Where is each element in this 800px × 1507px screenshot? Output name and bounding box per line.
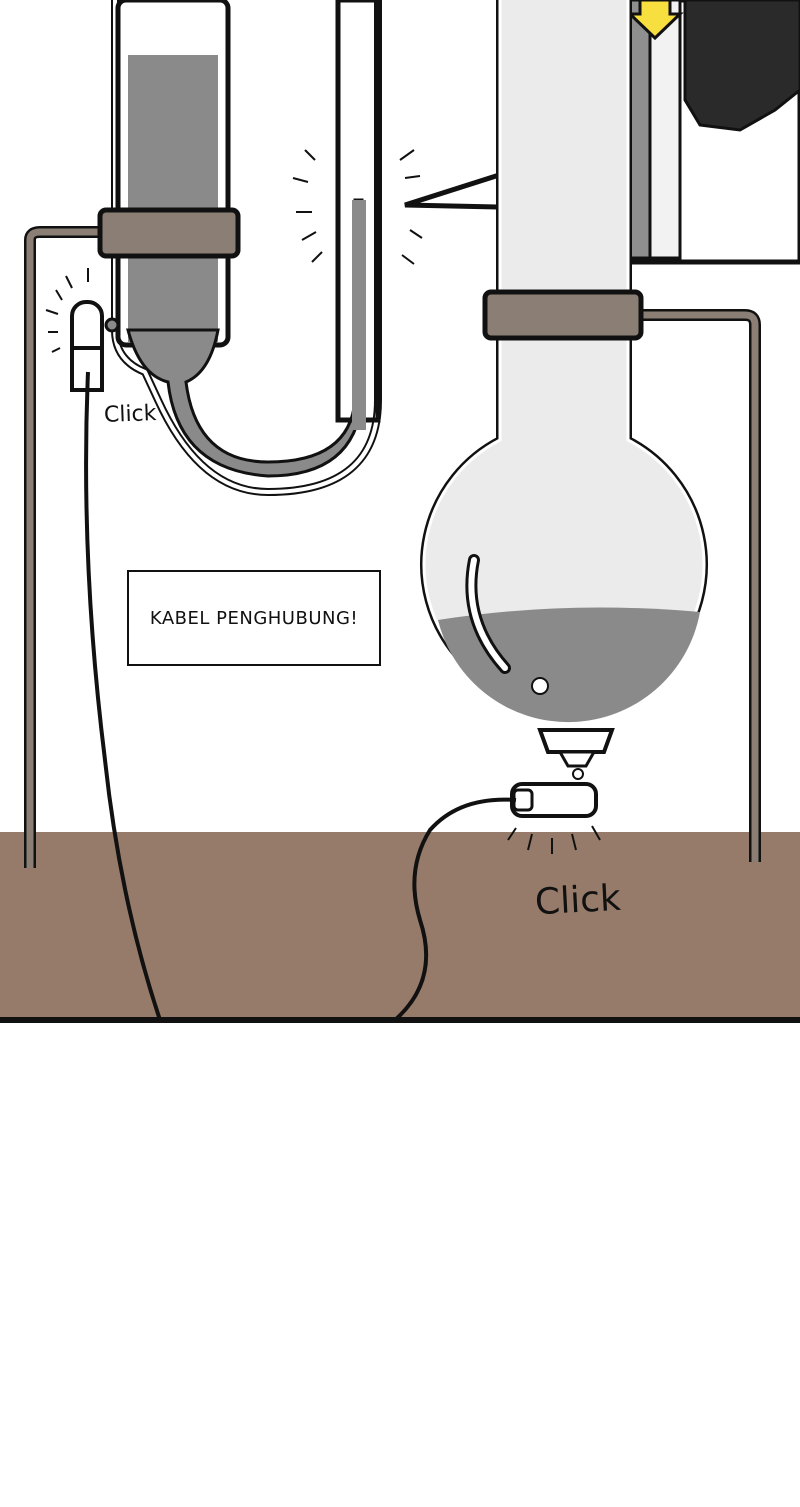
sfx-click-large: Click	[533, 877, 622, 924]
round-flask	[420, 0, 708, 780]
blank-area	[0, 1023, 800, 1507]
flask-liquid	[438, 607, 700, 723]
right-connector	[507, 782, 601, 854]
motion-lines	[292, 149, 423, 265]
caption-text: KABEL PENGHUBUNG!	[149, 607, 359, 629]
down-arrow-icon	[626, 0, 684, 41]
left-connector	[45, 268, 120, 392]
u-tube	[111, 0, 382, 497]
liquid-column	[128, 55, 218, 343]
right-clamp	[482, 289, 644, 341]
gloved-hand	[683, 0, 800, 132]
right-cable	[393, 797, 517, 1022]
caption-box: KABEL PENGHUBUNG!	[127, 570, 381, 666]
left-clamp	[97, 207, 241, 259]
left-cable	[84, 371, 162, 1021]
sfx-click-small: Click	[103, 401, 157, 428]
